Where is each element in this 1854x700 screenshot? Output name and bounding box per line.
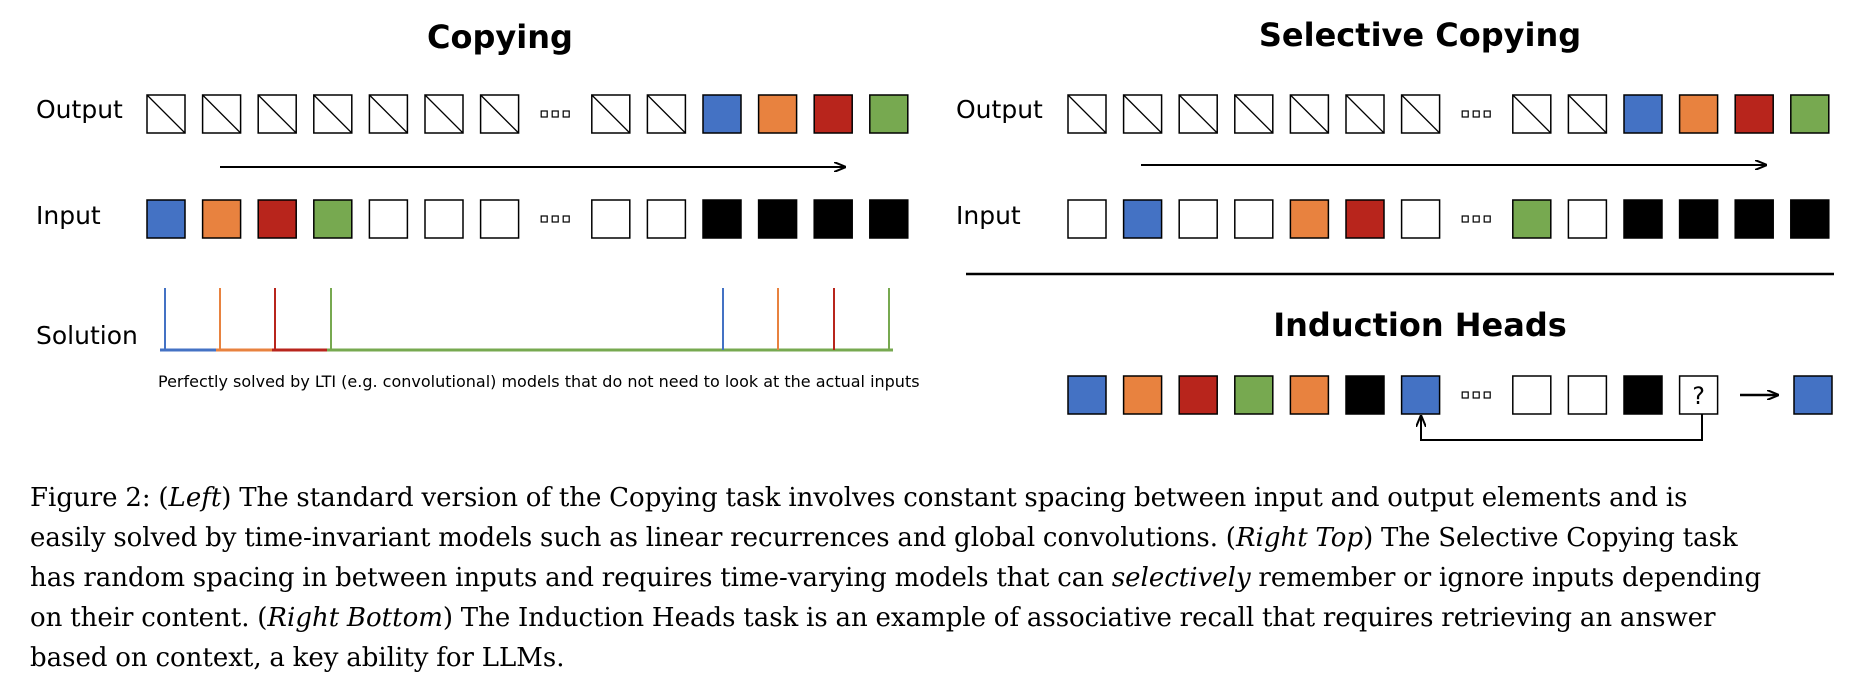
- caption-line: based on context, a key ability for LLMs…: [30, 643, 565, 673]
- induction-cell-black: [1345, 375, 1385, 415]
- selective-input-cell-black: [1734, 199, 1774, 239]
- selective-output-ellipsis: [1461, 110, 1491, 118]
- selective-input-cell-white: [1567, 199, 1608, 239]
- selective-input-ellipsis: [1461, 215, 1491, 223]
- copying-input-cell-white: [424, 199, 464, 239]
- selective-output-cell-blank: [1067, 94, 1107, 134]
- copying-input-ellipsis: [540, 215, 570, 223]
- copying-output-cell-blank: [257, 94, 297, 134]
- selective-output-cell-red: [1734, 94, 1774, 134]
- selective-output-row: [1067, 94, 1830, 134]
- copying-input-cell-black: [757, 199, 798, 239]
- copying-output-cell-blank: [424, 94, 464, 134]
- induction-cell-query: ?: [1678, 375, 1719, 415]
- selective-output-cell-blue: [1623, 94, 1663, 134]
- selective-output-cell-orange: [1678, 94, 1719, 134]
- induction-cell-white: [1567, 375, 1608, 415]
- selective-output-cell-blank: [1178, 94, 1218, 134]
- selective-output-cell-green: [1790, 94, 1830, 134]
- copying-input-cell-black: [702, 199, 742, 239]
- selective-input-cell-green: [1512, 199, 1552, 239]
- copying-input-cell-green: [313, 199, 353, 239]
- solution-note: Perfectly solved by LTI (e.g. convolutio…: [158, 372, 920, 391]
- copying-input-cell-white: [646, 199, 687, 239]
- selective-input-row: [1067, 199, 1830, 239]
- selective-output-label: Output: [956, 95, 1043, 124]
- copying-input-cell-black: [869, 199, 909, 239]
- induction-cell-blue: [1067, 375, 1107, 415]
- selective-output-cell-blank: [1567, 94, 1608, 134]
- query-mark: ?: [1692, 382, 1705, 410]
- selective-input-cell-white: [1178, 199, 1218, 239]
- copying-output-cell-blank: [201, 94, 242, 134]
- induction-cell-black: [1623, 375, 1663, 415]
- induction-heads-title: Induction Heads: [1273, 306, 1567, 344]
- copying-output-cell-red: [813, 94, 853, 134]
- caption-line: on their content. (Right Bottom) The Ind…: [30, 603, 1716, 633]
- selective-input-cell-black: [1790, 199, 1830, 239]
- copying-output-cell-orange: [757, 94, 798, 134]
- copying-input-cell-white: [591, 199, 631, 239]
- selective-output-cell-blank: [1289, 94, 1330, 134]
- copying-output-ellipsis: [540, 110, 570, 118]
- copying-output-cell-blank: [646, 94, 687, 134]
- copying-output-row: [146, 94, 909, 134]
- selective-output-cell-blank: [1234, 94, 1274, 134]
- selective-input-cell-blue: [1122, 199, 1163, 239]
- copying-input-label: Input: [36, 201, 101, 230]
- induction-cell-blue: [1400, 375, 1441, 415]
- selective-input-cell-black: [1623, 199, 1663, 239]
- selective-output-cell-blank: [1345, 94, 1385, 134]
- induction-cell-orange: [1289, 375, 1330, 415]
- figure-caption: Figure 2: (Left) The standard version of…: [30, 478, 1830, 678]
- induction-cell-red: [1178, 375, 1218, 415]
- copying-output-cell-green: [869, 94, 909, 134]
- copying-solution-label: Solution: [36, 321, 138, 350]
- copying-input-cell-white: [368, 199, 409, 239]
- selective-output-cell-blank: [1512, 94, 1552, 134]
- copying-input-cell-orange: [201, 199, 242, 239]
- induction-recall-arrow: [1421, 414, 1703, 441]
- selective-input-cell-red: [1345, 199, 1385, 239]
- selective-input-cell-black: [1678, 199, 1719, 239]
- selective-input-cell-orange: [1289, 199, 1330, 239]
- selective-copying-title: Selective Copying: [1258, 16, 1582, 54]
- copying-output-cell-blue: [702, 94, 742, 134]
- selective-input-cell-white: [1400, 199, 1441, 239]
- induction-ellipsis: [1461, 391, 1491, 399]
- copying-input-cell-red: [257, 199, 297, 239]
- copying-output-cell-blank: [368, 94, 409, 134]
- copying-output-cell-blank: [591, 94, 631, 134]
- induction-cell-orange: [1122, 375, 1163, 415]
- copying-output-cell-blank: [313, 94, 353, 134]
- selective-input-cell-white: [1234, 199, 1274, 239]
- caption-line: easily solved by time-invariant models s…: [30, 523, 1738, 553]
- induction-cell-white: [1512, 375, 1552, 415]
- selective-output-cell-blank: [1122, 94, 1163, 134]
- copying-output-cell-blank: [479, 94, 520, 134]
- selective-output-cell-blank: [1400, 94, 1441, 134]
- copying-input-row: [146, 199, 909, 239]
- copying-output-cell-blank: [146, 94, 186, 134]
- selective-input-cell-white: [1067, 199, 1107, 239]
- copying-input-cell-blue: [146, 199, 186, 239]
- induction-row: ?: [1067, 375, 1719, 415]
- induction-cell-green: [1234, 375, 1274, 415]
- caption-line: Figure 2: (Left) The standard version of…: [30, 483, 1688, 513]
- copying-input-cell-white: [479, 199, 520, 239]
- copying-input-cell-black: [813, 199, 853, 239]
- caption-line: has random spacing in between inputs and…: [30, 563, 1762, 593]
- copying-output-label: Output: [36, 95, 123, 124]
- task-diagram: ?: [146, 94, 1834, 441]
- induction-answer-box: [1793, 375, 1833, 415]
- selective-input-label: Input: [956, 201, 1021, 230]
- solution-kernel-plot: [160, 288, 893, 352]
- copying-title: Copying: [427, 18, 573, 56]
